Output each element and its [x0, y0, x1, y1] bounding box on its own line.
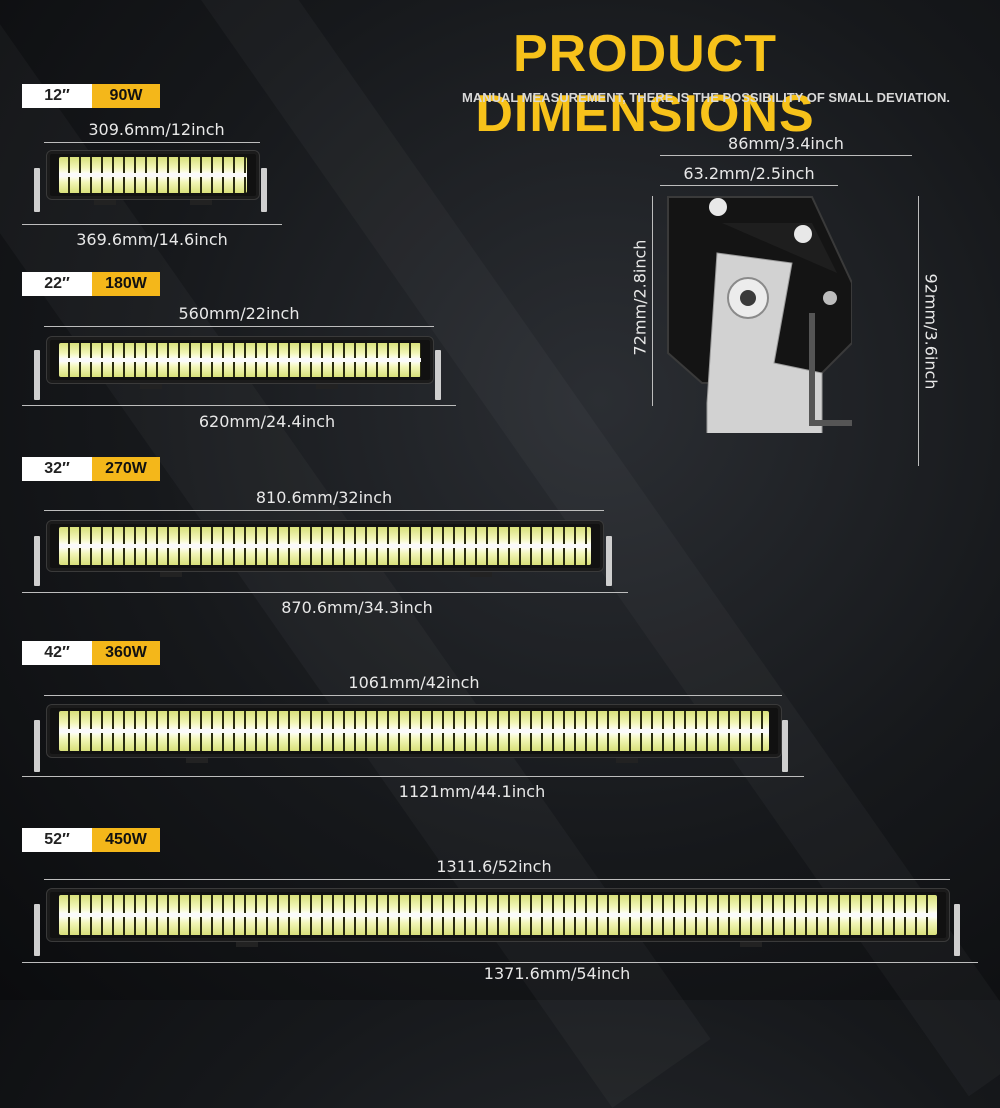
outer-dimension-label: 1371.6mm/54inch	[483, 964, 631, 983]
badge-52: 52″ 450W	[22, 828, 160, 852]
inner-dimension-label: 560mm/22inch	[178, 304, 300, 323]
side-height-inner-line	[652, 196, 653, 406]
mount-foot	[740, 942, 762, 947]
mount-foot	[94, 200, 116, 205]
inner-dimension-line	[44, 695, 782, 696]
outer-dimension-line	[22, 962, 978, 963]
inner-dimension-line	[44, 142, 260, 143]
light-bar-32	[46, 520, 604, 572]
outer-dimension-line	[22, 592, 628, 593]
mount-foot	[186, 758, 208, 763]
side-width-inner-line	[660, 185, 838, 186]
inner-dimension-label: 1061mm/42inch	[348, 673, 480, 692]
light-bar-42	[46, 704, 782, 758]
mount-bracket	[606, 536, 612, 586]
outer-dimension-label: 870.6mm/34.3inch	[281, 598, 433, 617]
mount-bracket	[34, 350, 40, 400]
mount-foot	[616, 758, 638, 763]
inner-dimension-line	[44, 326, 434, 327]
outer-dimension-line	[22, 405, 456, 406]
size-label: 12″	[22, 84, 92, 108]
side-width-outer-label: 86mm/3.4inch	[728, 134, 844, 153]
size-label: 22″	[22, 272, 92, 296]
light-bar-52	[46, 888, 950, 942]
power-label: 90W	[92, 84, 160, 108]
mount-foot	[470, 572, 492, 577]
size-label: 42″	[22, 641, 92, 665]
mount-bracket	[435, 350, 441, 400]
mount-foot	[316, 384, 338, 389]
outer-dimension-label: 369.6mm/14.6inch	[76, 230, 228, 249]
power-label: 360W	[92, 641, 160, 665]
size-label: 52″	[22, 828, 92, 852]
power-label: 450W	[92, 828, 160, 852]
mount-foot	[140, 384, 162, 389]
inner-dimension-label: 309.6mm/12inch	[88, 120, 225, 139]
badge-22: 22″ 180W	[22, 272, 160, 296]
badge-42: 42″ 360W	[22, 641, 160, 665]
outer-dimension-line	[22, 224, 282, 225]
light-bar-12	[46, 150, 260, 200]
mount-foot	[236, 942, 258, 947]
power-label: 180W	[92, 272, 160, 296]
side-view-image	[667, 196, 852, 433]
badge-12: 12″ 90W	[22, 84, 160, 108]
side-width-outer-line	[660, 155, 912, 156]
mount-bracket	[261, 168, 267, 212]
page-subtitle: MANUAL MEASUREMENT, THERE IS THE POSSIBI…	[461, 90, 950, 105]
power-label: 270W	[92, 457, 160, 481]
outer-dimension-label: 620mm/24.4inch	[198, 412, 336, 431]
mount-bracket	[34, 536, 40, 586]
mount-foot	[160, 572, 182, 577]
inner-dimension-label: 1311.6/52inch	[436, 857, 552, 876]
mount-foot	[190, 200, 212, 205]
light-bar-22	[46, 336, 434, 384]
badge-32: 32″ 270W	[22, 457, 160, 481]
mount-bracket	[34, 168, 40, 212]
side-height-outer-line	[918, 196, 919, 466]
mount-bracket	[34, 904, 40, 956]
inner-dimension-line	[44, 879, 950, 880]
mount-bracket	[954, 904, 960, 956]
size-label: 32″	[22, 457, 92, 481]
mount-bracket	[34, 720, 40, 772]
inner-dimension-label: 810.6mm/32inch	[255, 488, 393, 507]
outer-dimension-label: 1121mm/44.1inch	[398, 782, 546, 801]
side-width-inner-label: 63.2mm/2.5inch	[683, 164, 815, 183]
page-title: PRODUCT DIMENSIONS	[475, 25, 815, 143]
mount-bracket	[782, 720, 788, 772]
side-height-inner-label: 72mm/2.8inch	[630, 239, 650, 356]
outer-dimension-line	[22, 776, 804, 777]
side-height-outer-label: 92mm/3.6inch	[921, 273, 941, 390]
inner-dimension-line	[44, 510, 604, 511]
